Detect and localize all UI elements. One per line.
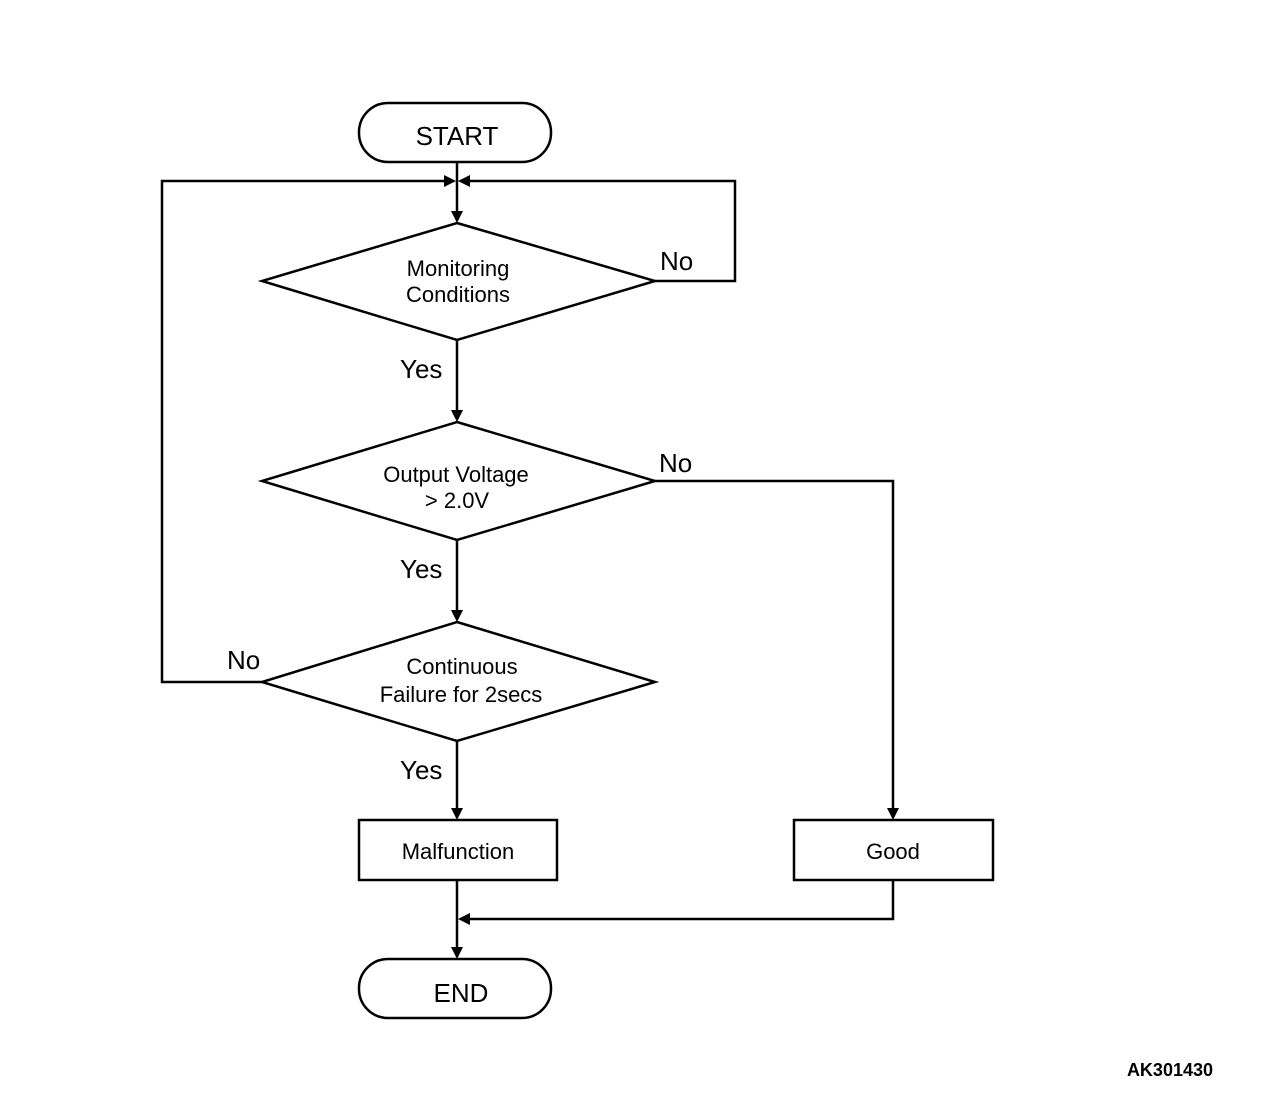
start-label: START bbox=[416, 121, 499, 151]
edge-label-monitoring-yes: Yes bbox=[400, 354, 442, 384]
end-label: END bbox=[434, 978, 489, 1008]
arrowhead-right bbox=[444, 175, 456, 187]
figure-id: AK301430 bbox=[1127, 1060, 1213, 1080]
end-terminal-shape bbox=[357, 957, 553, 1020]
arrowhead-left bbox=[458, 175, 470, 187]
edge-label-voltage-yes: Yes bbox=[400, 554, 442, 584]
decision-monitoring-conditions: Monitoring Conditions bbox=[257, 221, 660, 342]
edge-voltage-no bbox=[655, 479, 895, 809]
process-good-label: Good bbox=[866, 839, 920, 864]
decision-continuous-line1: Continuous bbox=[406, 654, 517, 679]
edge-label-continuous-no: No bbox=[227, 645, 260, 675]
edge-continuous-no-loop bbox=[160, 179, 444, 684]
decision-monitoring-line1: Monitoring bbox=[407, 256, 510, 281]
edge-label-continuous-yes: Yes bbox=[400, 755, 442, 785]
start-terminal: START bbox=[357, 101, 553, 164]
arrowhead-down bbox=[451, 610, 463, 622]
edge-good-to-end bbox=[470, 880, 895, 921]
arrowheads bbox=[444, 175, 899, 959]
arrowhead-down bbox=[451, 808, 463, 820]
arrowhead-down bbox=[451, 410, 463, 422]
arrowhead-down bbox=[887, 808, 899, 820]
edge-label-voltage-no: No bbox=[659, 448, 692, 478]
decision-continuous-shape bbox=[257, 620, 660, 743]
process-malfunction: Malfunction bbox=[357, 818, 559, 882]
decision-voltage-shape bbox=[257, 420, 660, 542]
decision-voltage-line1: Output Voltage bbox=[383, 462, 529, 487]
process-good: Good bbox=[792, 818, 995, 882]
process-malfunction-shape bbox=[357, 818, 559, 882]
decision-monitoring-line2: Conditions bbox=[406, 282, 510, 307]
process-good-shape bbox=[792, 818, 995, 882]
decision-voltage-line2: > 2.0V bbox=[425, 488, 490, 513]
decision-continuous-failure: Continuous Failure for 2secs bbox=[257, 620, 660, 743]
connectors bbox=[160, 162, 895, 949]
decision-output-voltage: Output Voltage > 2.0V bbox=[257, 420, 660, 542]
edge-label-monitoring-no: No bbox=[660, 246, 693, 276]
arrowhead-left bbox=[458, 913, 470, 925]
arrowhead-down bbox=[451, 211, 463, 223]
edge-monitoring-no-loop bbox=[470, 179, 737, 283]
arrowhead-down bbox=[451, 947, 463, 959]
start-terminal-shape bbox=[357, 101, 553, 164]
decision-monitoring-shape bbox=[257, 221, 660, 342]
edge-labels: No Yes No Yes No Yes bbox=[227, 246, 693, 785]
end-terminal: END bbox=[357, 957, 553, 1020]
process-malfunction-label: Malfunction bbox=[402, 839, 515, 864]
decision-continuous-line2: Failure for 2secs bbox=[380, 682, 543, 707]
